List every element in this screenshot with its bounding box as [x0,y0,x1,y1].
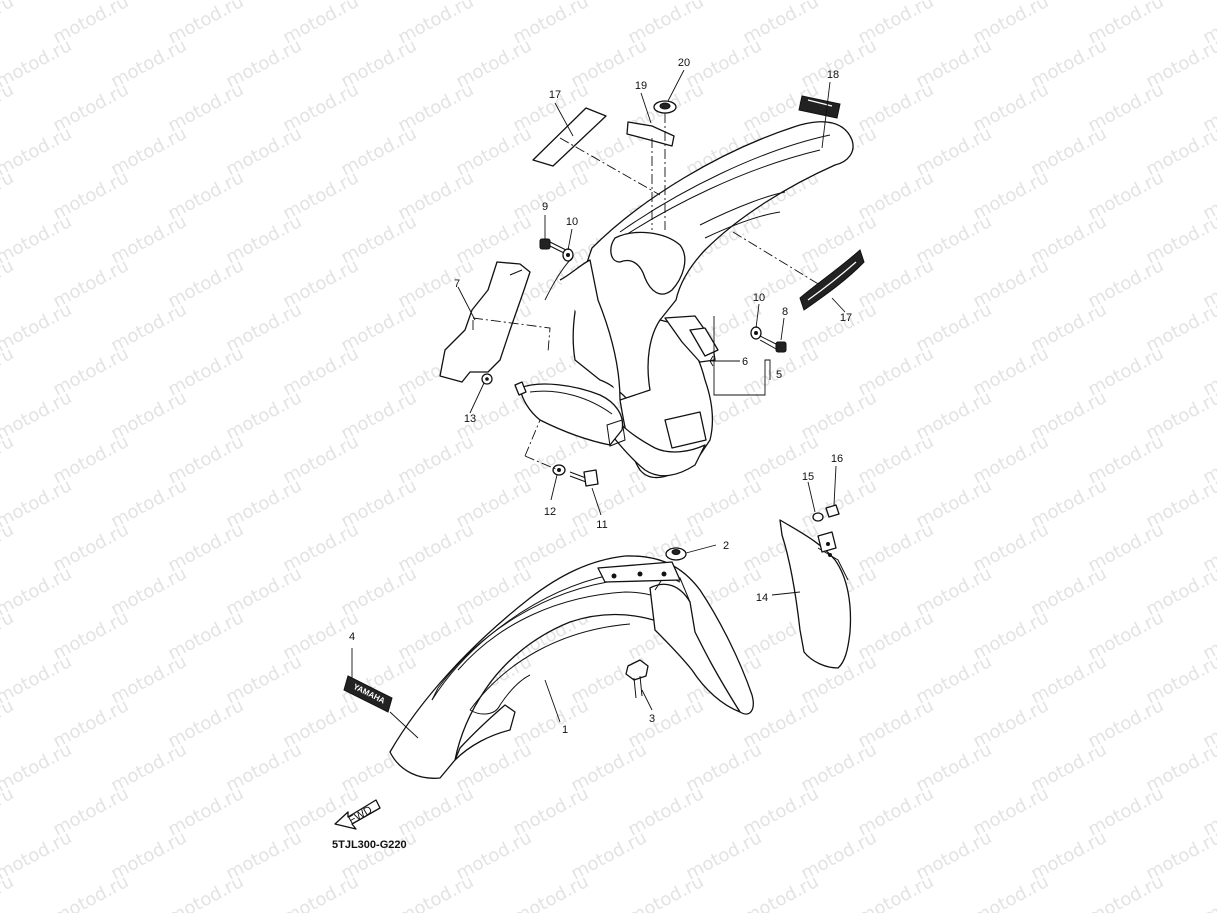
watermark-text: motod.ru [0,255,17,312]
callout-11: 11 [596,519,607,531]
watermark-text: motod.ru [624,871,707,913]
watermark-text: motod.ru [0,79,17,136]
callout-15: 15 [802,471,814,483]
part-16-bolt [825,504,840,518]
watermark-text: motod.ru [49,871,132,913]
part-2-grommet [665,547,687,561]
watermark-text: motod.ru [0,607,17,664]
watermark-text: motod.ru [0,387,75,444]
callout-16: 16 [831,453,843,465]
watermark-text: motod.ru [509,871,592,913]
callout-3: 3 [649,713,655,725]
watermark-text: motod.ru [164,871,247,913]
leader-lines [351,69,846,739]
callout-13: 13 [464,413,476,425]
watermark-text: motod.ru [0,167,17,224]
part-9-bolt [539,238,567,255]
callout-12: 12 [544,506,556,518]
watermark-text: motod.ru [0,651,75,708]
watermark-text: motod.ru [279,871,362,913]
watermark-text: motod.ru [0,783,17,840]
part-15-washer [812,512,824,522]
part-19-decal [626,121,675,230]
watermark-text: motod.ru [0,739,75,796]
callout-5: 5 [776,369,782,381]
watermark-text: motod.ru [739,871,822,913]
rear-fender [519,121,854,479]
watermark-text: motod.ru [0,475,75,532]
callout-10-upper: 10 [566,216,578,228]
dash-lead-11 [524,419,559,471]
watermark-text: motod.ru [0,343,17,400]
watermark-text: motod.ru [0,519,17,576]
watermark-text: motod.ru [0,695,17,752]
part-3-bolt [625,659,649,699]
part-8-bolt [759,335,787,353]
part-10-washer-right [750,326,762,340]
part-18-yamaha-decal [798,95,841,119]
watermark-text: motod.ru [0,563,75,620]
part-11-bolt [569,469,599,487]
callout-10-right: 10 [753,292,765,304]
watermark-text: motod.ru [1084,871,1167,913]
callout-17-side: 17 [840,312,852,324]
part-10-washer-upper [544,248,574,301]
callouts: 17 19 20 18 9 10 7 10 8 17 6 5 13 12 11 … [349,57,852,736]
watermark-text: motod.ru [0,123,75,180]
watermark-text: motod.ru [0,0,17,48]
callout-9: 9 [542,201,548,213]
watermark-text: motod.ru [0,35,75,92]
callout-7: 7 [454,278,460,290]
diagram-code: 5TJL300-G220 [332,839,407,851]
watermark-text: motod.ru [854,871,937,913]
callout-6: 6 [742,356,748,368]
watermark-text: motod.ru [394,871,477,913]
watermark-text: motod.ru [0,827,75,884]
part-12-washer [552,464,566,476]
part-17-stripe-decal [532,107,661,196]
watermark-text: motod.ru [0,299,75,356]
callout-4: 4 [349,631,355,643]
watermark-text: motod.ru [969,871,1052,913]
part-20-grommet [653,100,677,230]
callout-8: 8 [782,306,788,318]
callout-1: 1 [562,724,568,736]
part-7-side-cover [439,261,551,383]
callout-14: 14 [756,592,768,604]
front-fender [389,555,754,779]
callout-19: 19 [635,80,647,92]
part-13-washer [481,373,527,396]
watermark-text: motod.ru [1199,871,1217,913]
part-17-side-decal [732,231,865,311]
callout-2: 2 [723,540,729,552]
part-14-guard [779,519,852,669]
callout-18: 18 [827,69,839,81]
callout-17-top: 17 [549,89,561,101]
watermark-text: motod.ru [0,211,75,268]
watermark-text: motod.ru [0,431,17,488]
callout-20: 20 [678,57,690,69]
